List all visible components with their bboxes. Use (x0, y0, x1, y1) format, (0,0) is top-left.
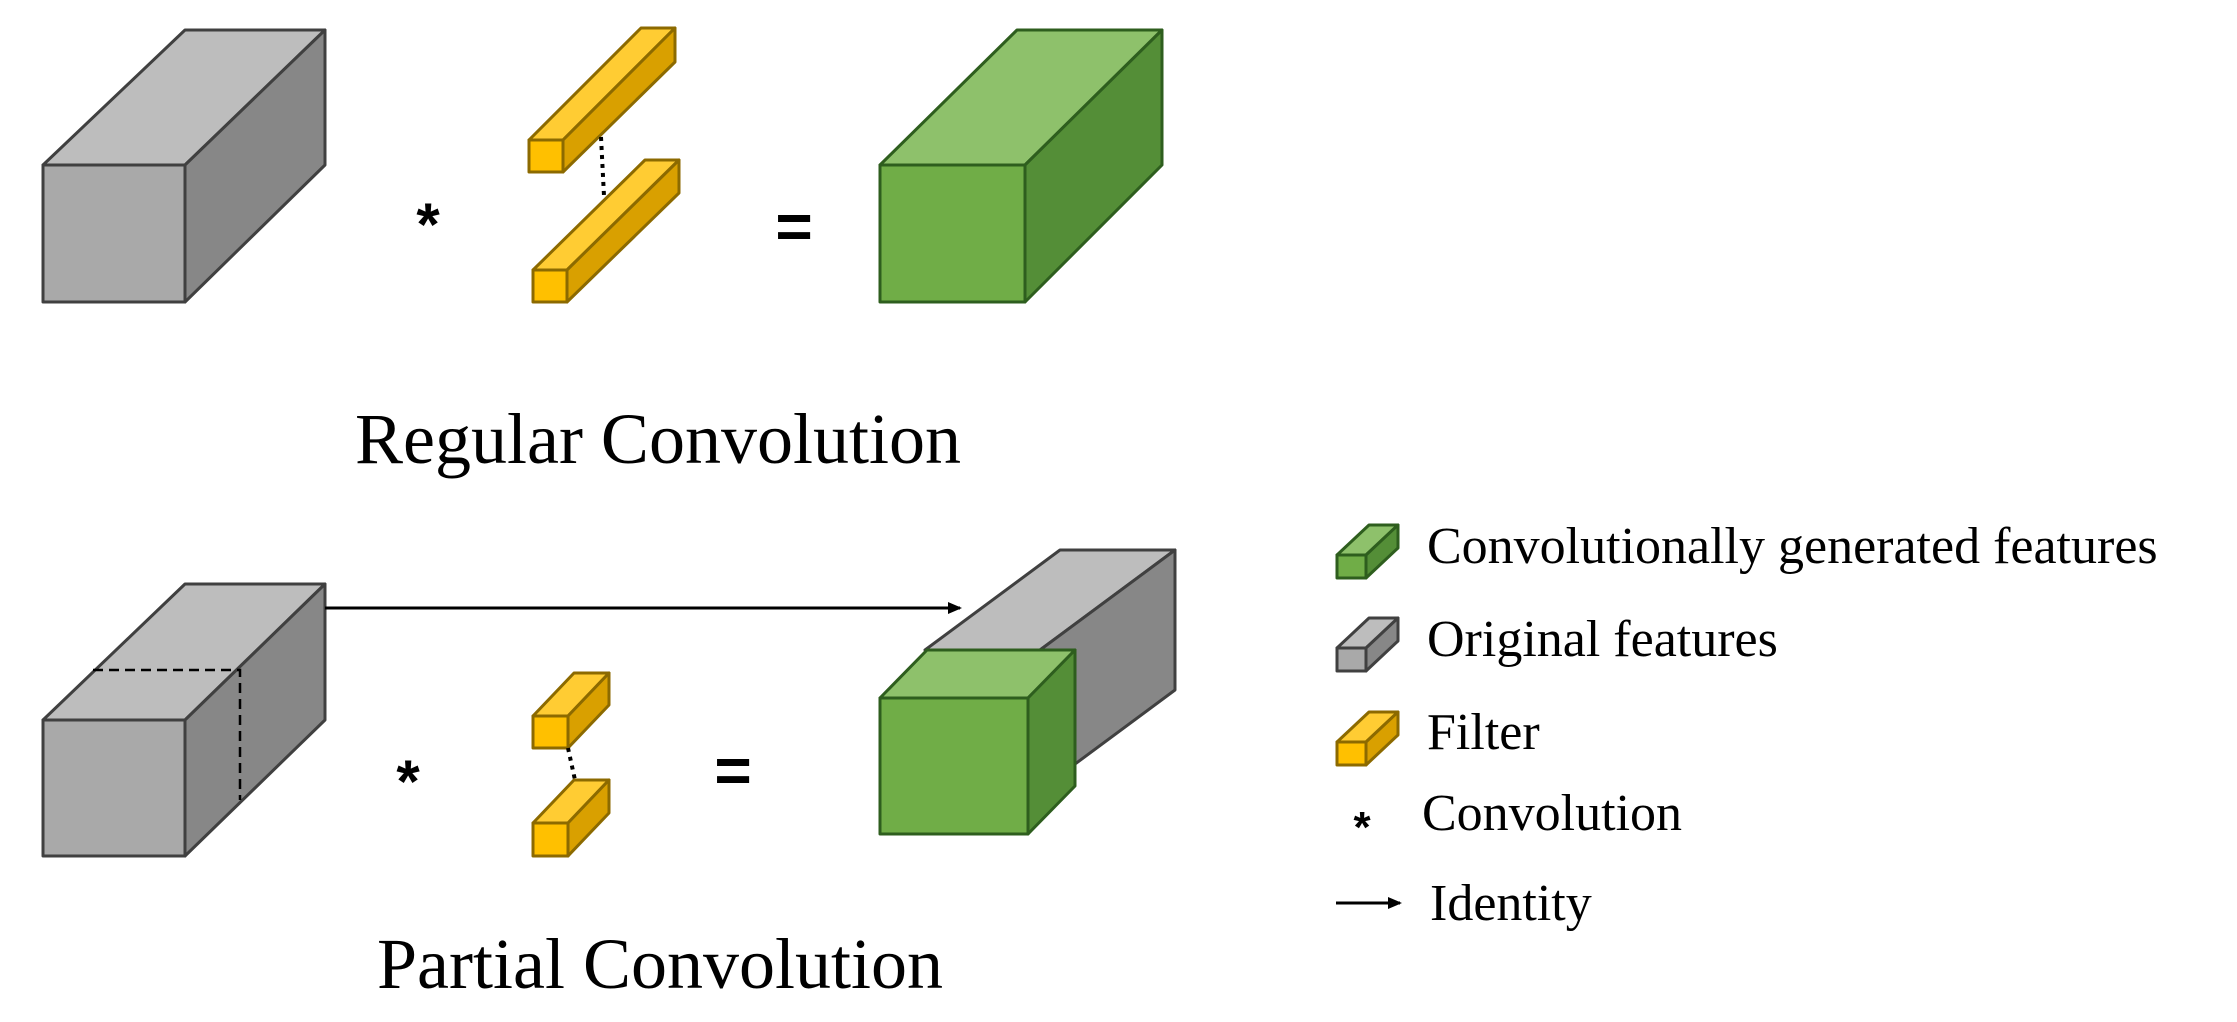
cube-front (878, 696, 1030, 836)
legend-label-original: Original features (1427, 611, 1778, 668)
regular-convolution-section: * = Regular Convolution (41, 26, 1164, 479)
partial-equals-operator: = (714, 734, 751, 806)
legend-label-convolution: Convolution (1422, 785, 1682, 842)
slab-front (531, 268, 569, 304)
filter-slab-upper (527, 26, 677, 174)
filter-slab-lower (531, 778, 611, 858)
regular-input-features (41, 28, 327, 304)
legend-label-filter: Filter (1427, 704, 1540, 761)
legend: Convolutionally generated features Origi… (1335, 518, 2158, 932)
regular-filter (527, 26, 681, 304)
slab-front (527, 138, 565, 174)
asterisk-icon: * (1353, 803, 1371, 852)
icon-front (1335, 553, 1368, 580)
regular-equals-operator: = (775, 190, 812, 262)
filter-icon (1335, 710, 1400, 767)
green-cube-icon (1335, 523, 1400, 580)
regular-convolve-operator: * (416, 191, 440, 258)
filter-slab-lower (531, 158, 681, 304)
regular-caption: Regular Convolution (355, 399, 961, 479)
gray-cube-icon (1335, 616, 1400, 673)
partial-caption: Partial Convolution (377, 924, 943, 1004)
icon-front (1335, 740, 1368, 767)
filter-connector (599, 136, 606, 197)
output-generated-part (878, 648, 1077, 836)
partial-output-features (878, 548, 1177, 836)
cube-front (41, 718, 187, 858)
legend-label-generated: Convolutionally generated features (1427, 518, 2158, 575)
partial-filter (531, 671, 611, 858)
filter-connector (566, 747, 577, 781)
partial-convolution-section: * = (41, 548, 1177, 1004)
legend-label-identity: Identity (1430, 875, 1592, 932)
cube-front (41, 163, 187, 304)
regular-output-features (878, 28, 1164, 304)
icon-front (1335, 646, 1368, 673)
filter-slab-upper (531, 671, 611, 750)
cube-front (878, 163, 1027, 304)
partial-convolve-operator: * (396, 748, 420, 815)
partial-input-features (41, 582, 327, 858)
slab-front (531, 714, 570, 750)
partition-dashed-line (93, 668, 242, 800)
slab-front (531, 821, 570, 858)
